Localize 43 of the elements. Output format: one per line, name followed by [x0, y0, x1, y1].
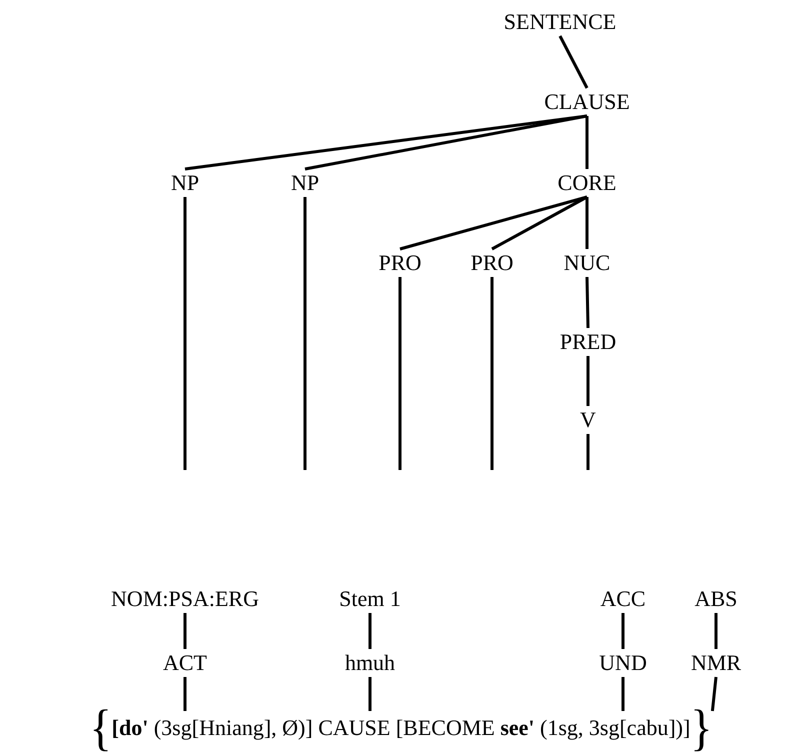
constituent-label: PRO	[470, 252, 514, 274]
tree-branch-line	[184, 197, 186, 470]
constituent-label: Stem 1	[339, 588, 401, 610]
tree-branch-line	[558, 35, 588, 89]
tree-branch-line	[586, 434, 590, 470]
tree-branch-line	[622, 613, 624, 649]
tree-branch-line	[622, 677, 624, 711]
constituent-label: ABS	[694, 588, 738, 610]
tree-branch-line	[714, 613, 718, 649]
tree-branch-line	[586, 116, 588, 169]
tree-branch-line	[586, 356, 590, 406]
constituent-label: NOM:PSA:ERG	[111, 588, 259, 610]
curly-brace: {	[90, 702, 112, 754]
curly-brace: }	[690, 702, 712, 754]
constituent-label: PRO	[378, 252, 422, 274]
logical-structure-formula: [do' (3sg[Hniang], Ø)] CAUSE [BECOME see' (1sg, 3sg[cabu])]	[112, 717, 690, 739]
tree-branch-line	[398, 277, 402, 470]
tree-branch-line	[586, 197, 588, 249]
constituent-label: ACC	[600, 588, 646, 610]
constituent-label: PRED	[560, 331, 616, 353]
tree-branch-line	[490, 277, 494, 470]
tree-branch-line	[304, 197, 306, 470]
constituent-label: NUC	[564, 252, 610, 274]
constituent-label: SENTENCE	[504, 11, 616, 33]
constituent-label: UND	[599, 652, 647, 674]
constituent-label: ACT	[163, 652, 207, 674]
tree-branch-line	[184, 677, 186, 711]
tree-branch-line	[184, 114, 588, 170]
constituent-label: NMR	[690, 652, 742, 674]
tree-branch-line	[368, 613, 372, 649]
tree-branch-line	[184, 613, 186, 649]
tree-branch-line	[400, 196, 588, 250]
tree-branch-line	[368, 677, 372, 711]
tree-branch-line	[710, 676, 718, 712]
constituent-label: CLAUSE	[544, 91, 630, 113]
constituent-label: V	[580, 409, 596, 431]
tree-branch-line	[586, 276, 590, 328]
constituent-label: CORE	[558, 172, 616, 194]
constituent-label: NP	[290, 172, 320, 194]
tree-branch-line	[491, 196, 588, 250]
tree-branch-line	[304, 114, 588, 170]
constituent-label: hmuh	[344, 652, 396, 674]
constituent-label: NP	[170, 172, 200, 194]
